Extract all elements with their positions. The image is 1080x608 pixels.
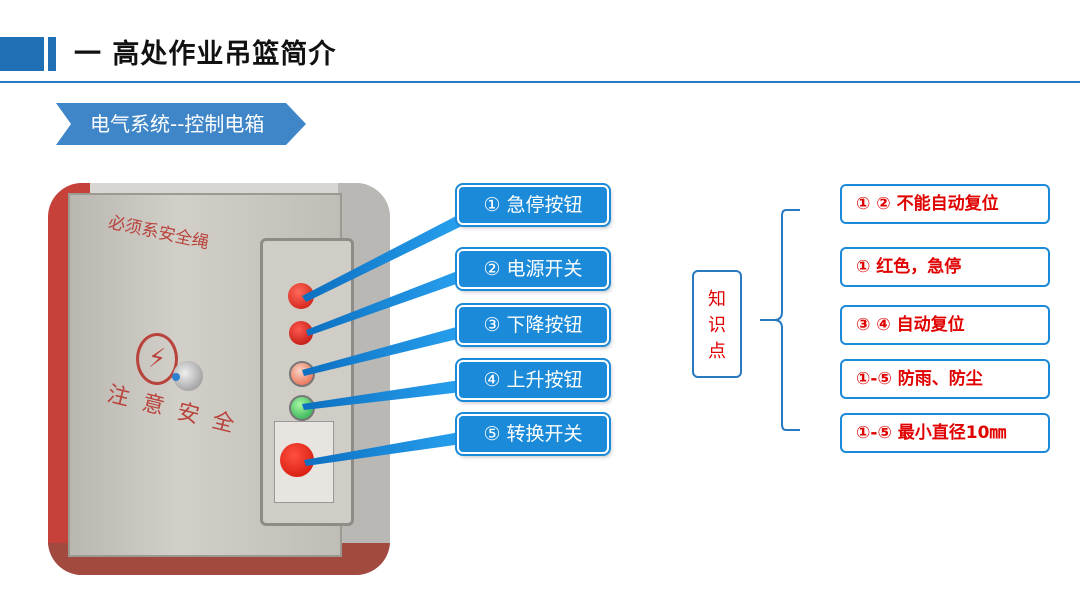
knowledge-point-4: ①-⑤ 防雨、防尘: [840, 359, 1050, 399]
knowledge-bracket: [760, 209, 800, 431]
control-box-photo: 必须系安全绳 ⚡ 注意安全: [48, 183, 390, 575]
knowledge-point-3: ③ ④ 自动复位: [840, 305, 1050, 345]
knowledge-points-text: 知识点: [708, 289, 726, 362]
callout-selector-switch: ⑤ 转换开关: [457, 414, 609, 454]
power-switch-button: [289, 321, 313, 345]
knowledge-point-5: ①-⑤ 最小直径10㎜: [840, 413, 1050, 453]
header-accent-bar-thin: [48, 37, 56, 71]
page-title: 一 高处作业吊篮简介: [74, 39, 337, 70]
header-accent-bar: [0, 37, 44, 71]
electric-hazard-icon: ⚡: [136, 333, 178, 385]
callout-emergency-stop: ① 急停按钮: [457, 185, 609, 225]
knowledge-points-label: 知识点: [692, 270, 742, 378]
emergency-stop-button: [288, 283, 314, 309]
knowledge-point-1: ① ② 不能自动复位: [840, 184, 1050, 224]
header-divider: [0, 81, 1080, 83]
selector-switch: [280, 443, 314, 477]
section-tag: 电气系统--控制电箱: [56, 103, 306, 145]
callout-down-button: ③ 下降按钮: [457, 305, 609, 345]
callout-up-button: ④ 上升按钮: [457, 360, 609, 400]
up-button: [289, 395, 315, 421]
door-lock-indicator: [172, 373, 180, 381]
down-button: [289, 361, 315, 387]
callout-power-switch: ② 电源开关: [457, 249, 609, 289]
knowledge-point-2: ① 红色，急停: [840, 247, 1050, 287]
